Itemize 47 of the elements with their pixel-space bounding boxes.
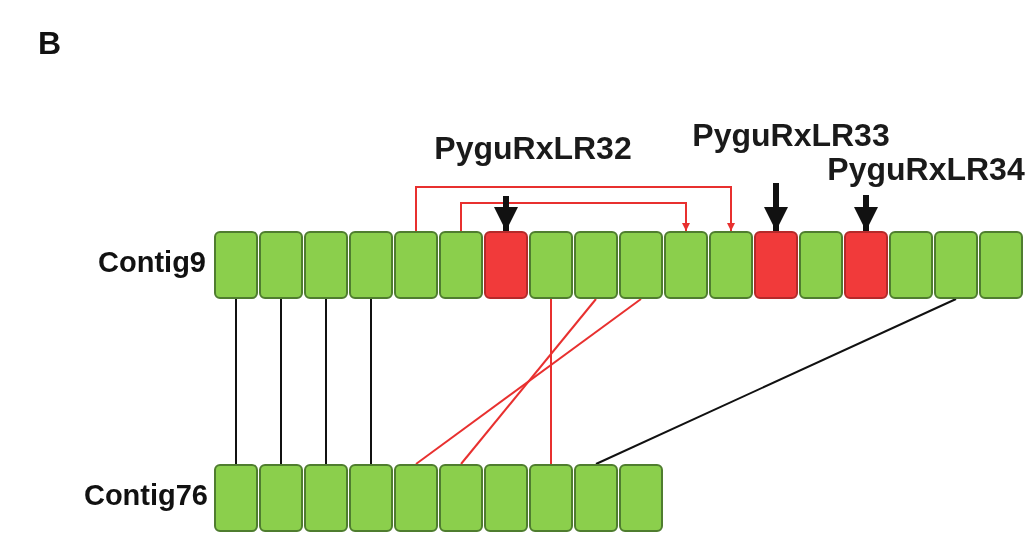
contig-label: Contig9	[98, 248, 206, 277]
gene-box	[709, 231, 753, 299]
connector-line	[235, 298, 237, 465]
gene-box	[529, 231, 573, 299]
gene-box	[214, 231, 258, 299]
gene-box	[214, 464, 258, 532]
gene-box	[934, 231, 978, 299]
highlighted-gene-box	[844, 231, 888, 299]
panel-letter: B	[38, 27, 62, 59]
arrow	[764, 183, 788, 231]
arrow	[415, 186, 735, 232]
connector-line	[415, 298, 642, 465]
gene-box	[259, 231, 303, 299]
gene-box	[439, 231, 483, 299]
gene-box	[349, 464, 393, 532]
gene-box	[394, 464, 438, 532]
gene-box	[574, 464, 618, 532]
gene-box	[304, 231, 348, 299]
connector-line	[325, 298, 327, 465]
gene-box	[484, 464, 528, 532]
gene-box	[619, 464, 663, 532]
arrow	[460, 202, 690, 232]
gene-box	[889, 231, 933, 299]
arrow	[854, 195, 878, 231]
connector-line	[460, 298, 597, 465]
gene-box	[529, 464, 573, 532]
gene-box	[304, 464, 348, 532]
gene-box	[664, 231, 708, 299]
gene-box	[574, 231, 618, 299]
connector-line	[595, 298, 957, 465]
gene-box	[259, 464, 303, 532]
gene-box	[349, 231, 393, 299]
connector-line	[280, 298, 282, 465]
arrow	[494, 196, 518, 231]
gene-box	[439, 464, 483, 532]
connector-line	[550, 298, 552, 465]
gene-label: PyguRxLR33	[691, 118, 891, 151]
gene-box	[799, 231, 843, 299]
gene-label: PyguRxLR32	[433, 131, 633, 164]
gene-box	[979, 231, 1023, 299]
gene-label: PyguRxLR34	[826, 152, 1026, 185]
connector-line	[370, 298, 372, 465]
gene-box	[394, 231, 438, 299]
gene-box	[619, 231, 663, 299]
highlighted-gene-box	[754, 231, 798, 299]
highlighted-gene-box	[484, 231, 528, 299]
contig-label: Contig76	[83, 481, 208, 510]
